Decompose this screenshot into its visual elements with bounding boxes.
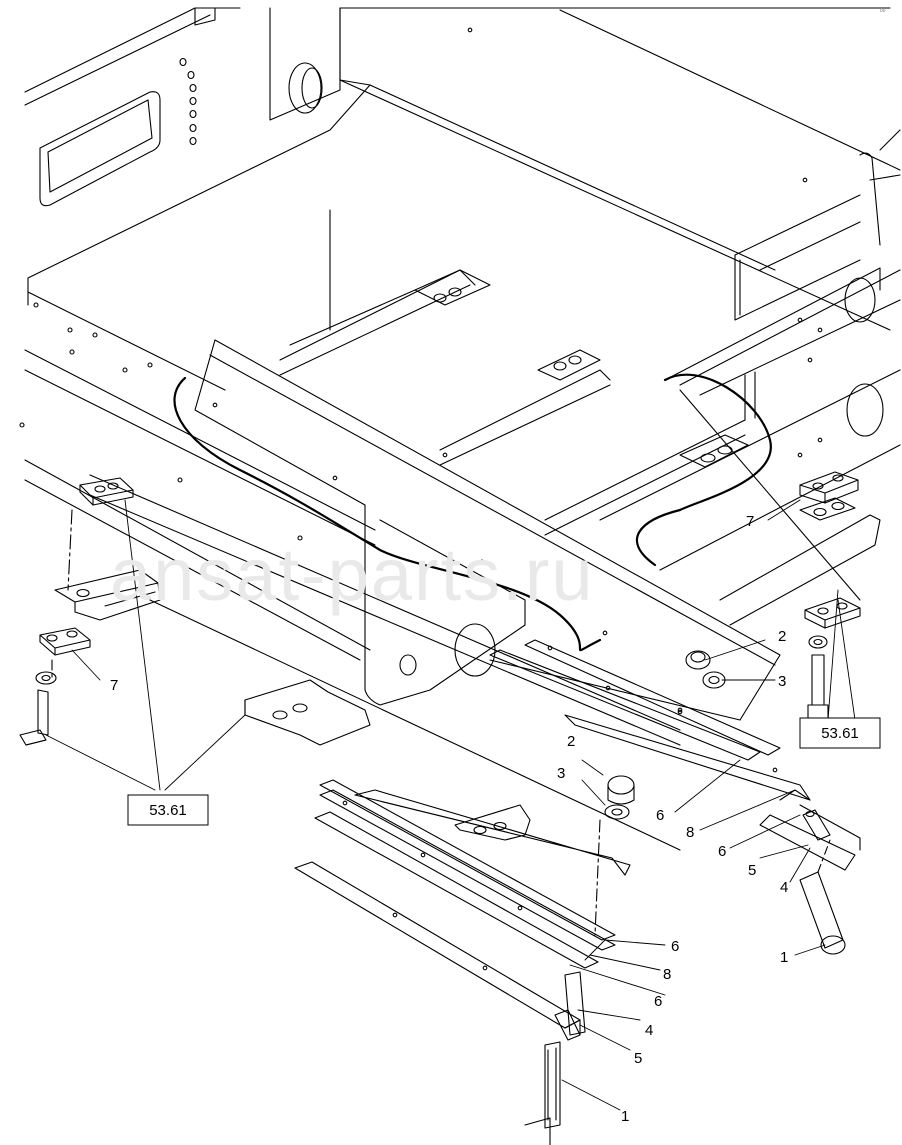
chassis-frame [19,7,901,851]
callout-6: 6 [654,993,662,1010]
reference-box-left[interactable]: 53.61 [127,794,209,826]
callout-6: 6 [656,807,664,824]
callout-1: 1 [621,1108,629,1125]
callout-8: 8 [663,966,671,983]
break-line [173,373,772,652]
callout-1: 1 [780,949,788,966]
callout-5: 5 [748,862,756,879]
corner-code: 88 [880,8,886,14]
callout-6: 6 [671,938,679,955]
callout-7: 7 [746,513,754,530]
callout-6: 6 [718,843,726,860]
reference-box-right[interactable]: 53.61 [799,717,881,749]
cross-members [279,269,749,536]
reference-label: 53.61 [821,725,859,742]
right-strip-assembly [489,639,861,955]
main-beam [194,339,781,721]
left-hardware [19,477,371,746]
right-hardware [719,471,881,719]
callout-5: 5 [634,1050,642,1067]
watermark: ansat-parts.ru [110,533,595,616]
center-strip-assembly [294,775,635,1145]
callout-7: 7 [110,677,118,694]
callouts: 7 7 2 3 2 3 6 8 6 5 4 1 6 8 6 4 5 1 [110,513,788,1125]
callout-3: 3 [557,765,565,782]
callout-4: 4 [645,1022,653,1039]
reference-label: 53.61 [149,802,187,819]
callout-2: 2 [567,733,575,750]
callout-4: 4 [780,879,788,896]
callout-3: 3 [778,673,786,690]
leader-lines [45,499,856,1111]
callout-2: 2 [778,628,786,645]
callout-8: 8 [686,824,694,841]
